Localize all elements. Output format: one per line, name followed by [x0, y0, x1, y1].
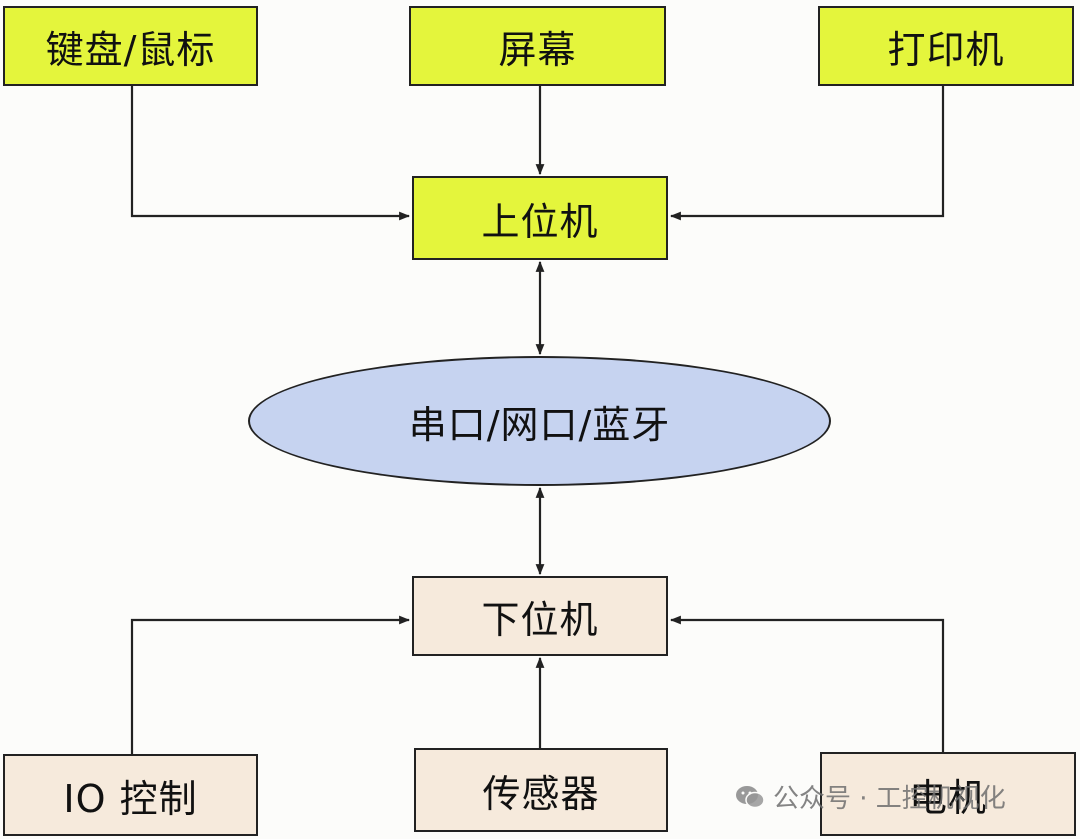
motor-box: 电机	[820, 752, 1076, 836]
arrow-printer-to-host	[669, 86, 945, 221]
watermark-text: 公众号 · 工控机视化	[773, 784, 1006, 814]
motor-label: 电机	[908, 775, 987, 820]
sensor-label: 传感器	[482, 771, 600, 816]
link-label: 串口/网口/蓝牙	[408, 402, 671, 447]
arrow-io-to-slave	[130, 615, 411, 754]
link-ellipse: 串口/网口/蓝牙	[248, 356, 831, 486]
host-computer-label: 上位机	[481, 199, 599, 244]
host-computer-box: 上位机	[412, 176, 668, 260]
io-control-box: IO 控制	[3, 754, 258, 836]
printer-label: 打印机	[887, 27, 1005, 72]
io-control-label: IO 控制	[63, 776, 198, 821]
slave-computer-box: 下位机	[412, 576, 668, 656]
arrow-motor-to-slave	[669, 615, 945, 752]
screen-label: 屏幕	[498, 27, 577, 72]
wechat-icon	[736, 785, 765, 808]
keyboard-mouse-box: 键盘/鼠标	[3, 6, 258, 86]
watermark: 公众号 · 工控机视化	[735, 778, 1006, 815]
screen-box: 屏幕	[409, 6, 666, 86]
keyboard-mouse-label: 键盘/鼠标	[45, 27, 216, 72]
sensor-box: 传感器	[414, 748, 668, 832]
printer-box: 打印机	[818, 6, 1074, 86]
arrow-keyboard-to-host	[130, 86, 411, 221]
slave-computer-label: 下位机	[481, 597, 599, 642]
